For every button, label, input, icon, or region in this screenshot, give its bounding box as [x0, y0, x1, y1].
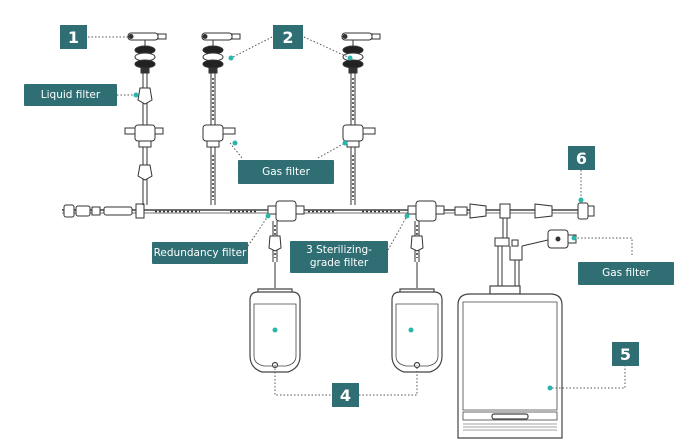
manifold-right-clamps [454, 202, 595, 220]
badge-6: 6 [568, 146, 595, 170]
bag-right [391, 288, 443, 373]
leader-lines [88, 36, 633, 396]
badge-1: 1 [60, 25, 87, 49]
badge-2: 2 [273, 25, 303, 49]
label-redundancy-filter: Redundancy filter [152, 242, 248, 264]
badge-5: 5 [612, 342, 639, 366]
label-gas-filter-top: Gas filter [238, 160, 334, 184]
branch-liquid-filter [124, 32, 167, 205]
redundancy-filter-unit [267, 200, 305, 288]
branch-to-large-bag [494, 218, 577, 292]
left-connector [63, 203, 145, 219]
sterilizing-filter-unit [407, 200, 445, 288]
label-liquid-filter: Liquid filter [24, 84, 117, 106]
branch-gas-right [341, 32, 381, 205]
label-gas-filter-right: Gas filter [578, 262, 674, 285]
label-sterilizing-filter: 3 Sterilizing-grade filter [290, 241, 388, 273]
badge-4: 4 [332, 383, 359, 407]
large-bag [457, 285, 563, 439]
branch-gas-left [201, 32, 241, 205]
leader-dots [133, 55, 584, 391]
